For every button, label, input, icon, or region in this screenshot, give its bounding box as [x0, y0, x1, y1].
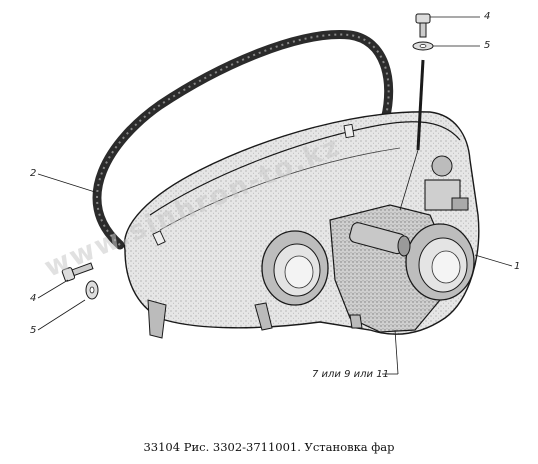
top-washer [412, 41, 434, 51]
connector [424, 155, 469, 211]
left-bolt [61, 262, 94, 282]
adjuster-cylinder [349, 222, 411, 257]
callout-4-top: 4 [484, 11, 491, 22]
high-beam-lens [405, 223, 475, 301]
lower-bracket-left [147, 299, 167, 339]
callout-7-9-11: 7 или 9 или 11 [312, 369, 389, 380]
callout-5-left: 5 [30, 325, 37, 336]
left-washer [85, 280, 99, 300]
callout-4-left: 4 [30, 293, 37, 304]
callout-1: 1 [514, 261, 521, 272]
leader-lines [37, 16, 513, 375]
figure-caption: 33104 Рис. 3302-3711001. Установка фар [143, 440, 395, 454]
callout-2: 2 [30, 168, 37, 179]
callout-5-top: 5 [484, 40, 491, 51]
low-beam-lens [261, 230, 329, 306]
top-bolt [415, 13, 431, 38]
lower-bracket-right [349, 314, 363, 329]
